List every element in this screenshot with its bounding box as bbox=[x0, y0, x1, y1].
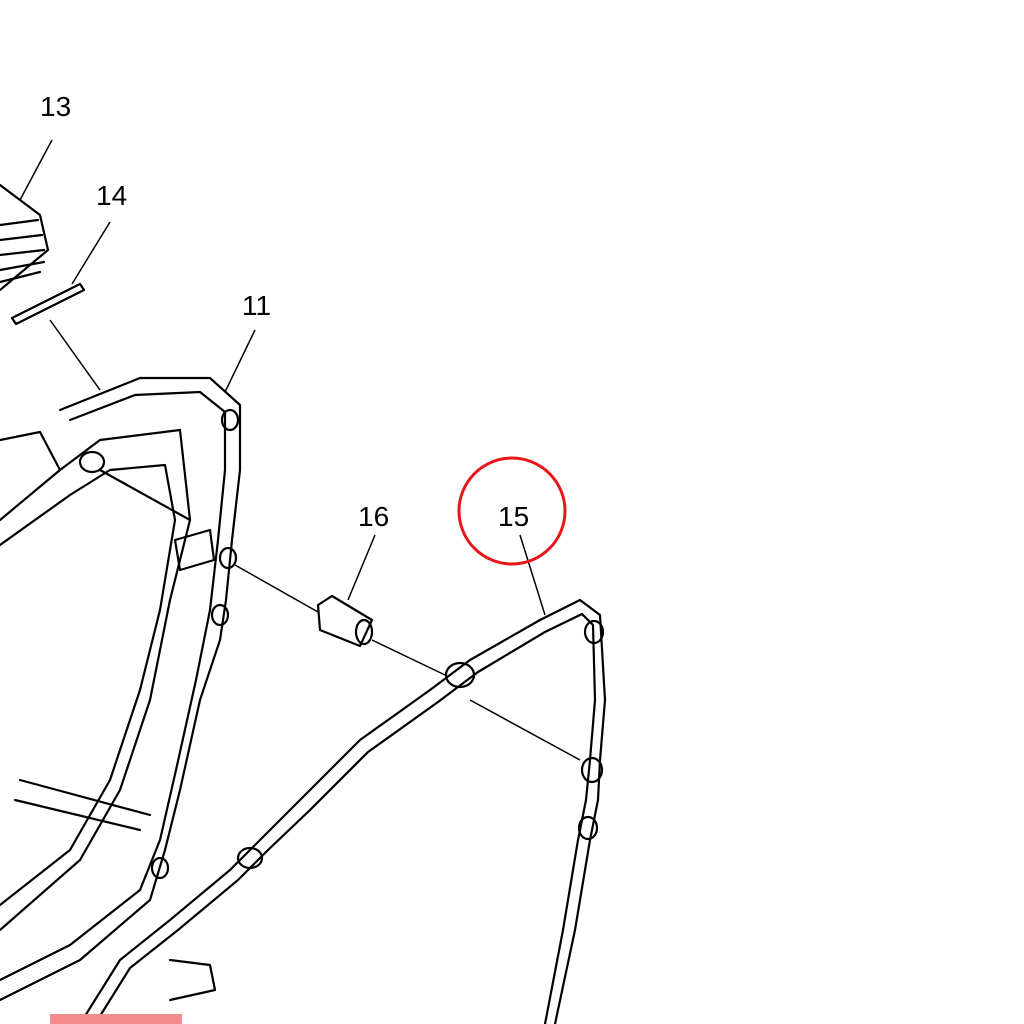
highlight-circle bbox=[457, 456, 567, 566]
part-13-plug bbox=[0, 139, 53, 292]
callout-14: 14 bbox=[96, 180, 127, 211]
part-11-cover bbox=[0, 329, 256, 1002]
part-15-gasket bbox=[78, 534, 607, 1024]
part-14-oring bbox=[10, 221, 111, 391]
callout-16: 16 bbox=[358, 501, 389, 532]
callout-15[interactable]: 15 bbox=[498, 501, 529, 532]
callout-11: 11 bbox=[242, 290, 271, 321]
bottom-highlight-bar bbox=[50, 1014, 182, 1024]
part-16-dowel bbox=[234, 534, 446, 676]
callout-13: 13 bbox=[40, 91, 71, 122]
